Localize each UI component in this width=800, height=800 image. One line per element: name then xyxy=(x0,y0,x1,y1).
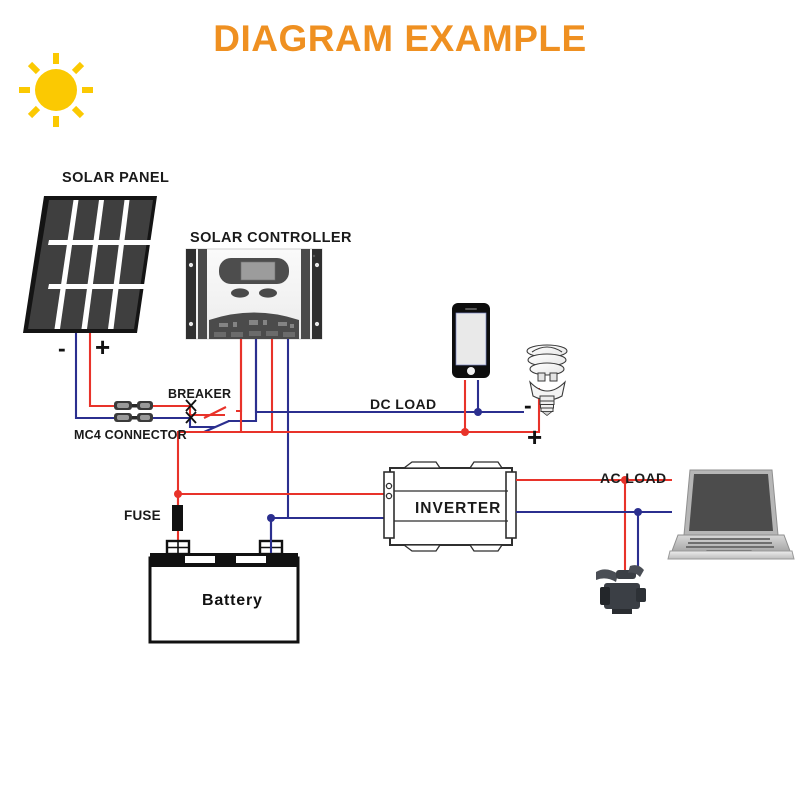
junction-dot xyxy=(461,428,469,436)
junction-dot xyxy=(267,514,275,522)
wire-acload-negative xyxy=(516,510,672,570)
wire-dcload-negative xyxy=(254,339,513,414)
breaker-blade-negative xyxy=(203,420,230,433)
mc4-connector xyxy=(114,401,153,422)
dc-positive-sign: + xyxy=(527,422,543,452)
breaker-label: BREAKER xyxy=(168,387,232,401)
inverter-label: INVERTER xyxy=(415,500,502,517)
panel-negative-sign: - xyxy=(58,335,66,361)
wire-panel-positive xyxy=(88,333,243,417)
wire-dcload-positive xyxy=(239,339,541,434)
cfl-lamp-device[interactable] xyxy=(526,344,568,417)
battery[interactable] xyxy=(148,539,300,644)
page-title: DIAGRAM EXAMPLE xyxy=(213,18,587,59)
fuse xyxy=(172,505,183,531)
dc-negative-sign: - xyxy=(524,392,532,418)
junction-dot xyxy=(474,408,482,416)
sun-icon xyxy=(19,53,93,127)
solar-controller-label: SOLAR CONTROLLER xyxy=(190,230,352,246)
camcorder-device[interactable] xyxy=(596,565,646,614)
breaker-blade-positive xyxy=(203,406,227,419)
wire-battery-inverter-positive xyxy=(176,492,390,505)
wire-controller-battery-positive xyxy=(176,339,274,553)
solar-controller[interactable] xyxy=(185,248,323,340)
wire-acload-positive xyxy=(516,478,672,570)
smartphone-device[interactable] xyxy=(452,303,490,378)
wire-phone-leads xyxy=(463,380,480,432)
solar-panel[interactable] xyxy=(23,196,157,333)
wire-battery-inverter-negative xyxy=(269,516,390,553)
solar-panel-label: SOLAR PANEL xyxy=(62,170,170,186)
ac-load-label: AC LOAD xyxy=(600,470,667,486)
dc-load-label: DC LOAD xyxy=(370,396,437,412)
laptop-device[interactable] xyxy=(667,469,795,560)
panel-positive-sign: + xyxy=(95,332,111,362)
junction-dot xyxy=(621,476,629,484)
junction-dot xyxy=(174,490,182,498)
breaker-switch[interactable] xyxy=(185,399,197,424)
inverter[interactable] xyxy=(383,461,517,552)
junction-dot xyxy=(634,508,642,516)
fuse-label: FUSE xyxy=(124,508,161,523)
battery-label: Battery xyxy=(202,592,263,609)
mc4-connector-label: MC4 CONNECTOR xyxy=(74,428,187,442)
